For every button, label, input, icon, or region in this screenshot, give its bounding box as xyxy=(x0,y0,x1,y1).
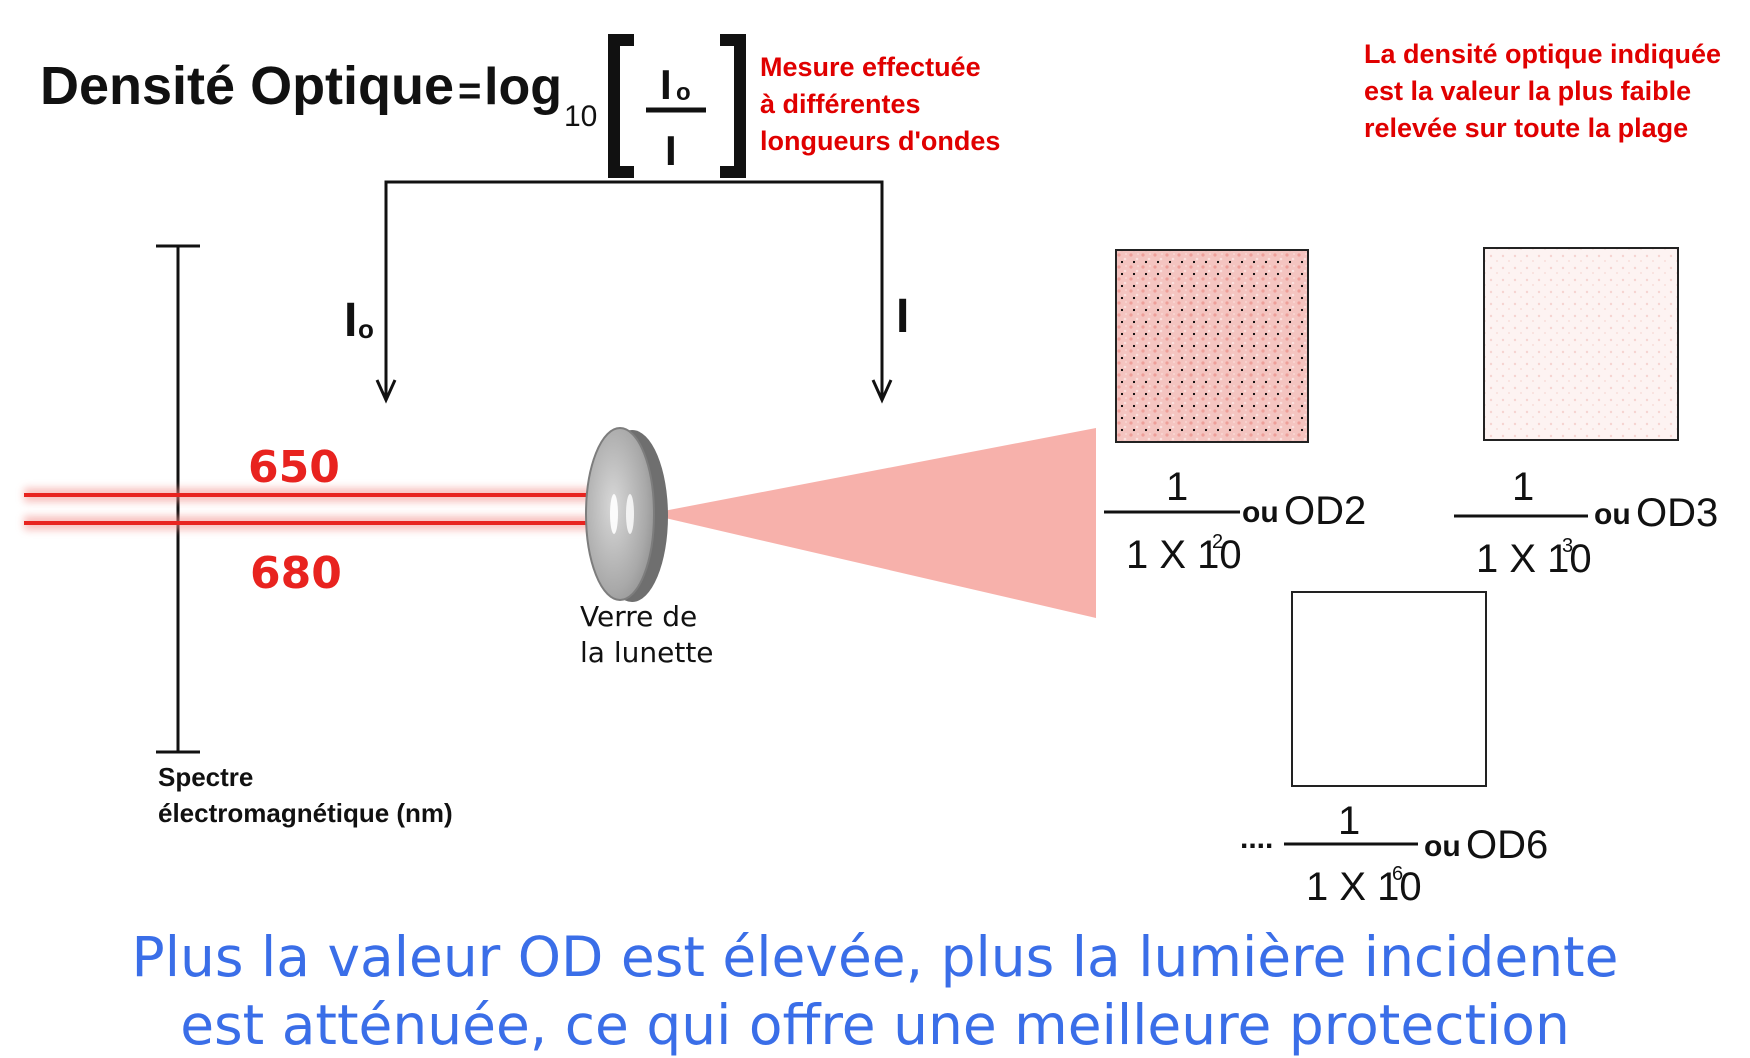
incident-intensity-label: I xyxy=(344,294,357,347)
conclusion-line-2: est atténuée, ce qui offre une meilleure… xyxy=(180,993,1570,1057)
wavelength-680: 680 xyxy=(250,548,342,599)
sample-od2-denominator: 1 X 10 xyxy=(1126,533,1242,577)
arrow-head-incident-icon xyxy=(375,379,397,404)
spectrum-label-line-2: électromagnétique (nm) xyxy=(158,798,453,828)
formula-base: 10 xyxy=(564,100,597,133)
note-reported: La densité optique indiquée est la valeu… xyxy=(1364,39,1721,143)
lens-label-line-1: Verre de xyxy=(580,600,697,633)
right-bracket xyxy=(720,34,746,178)
sample-od2-swatch xyxy=(1115,249,1309,443)
note-reported-line-2: est la valeur la plus faible xyxy=(1364,76,1691,106)
sample-od6-swatch xyxy=(1291,591,1487,787)
transmitted-light-cone xyxy=(648,428,1096,618)
formula-left-label: Densité Optique xyxy=(40,56,454,116)
laser-beams xyxy=(24,488,611,530)
sample-od3: 1 1 X 10 3 ou OD3 xyxy=(1454,247,1718,581)
sample-od6-od: OD6 xyxy=(1466,823,1548,867)
sample-od6-denominator: 1 X 10 xyxy=(1306,865,1422,909)
formula-denominator: I xyxy=(665,127,677,174)
left-bracket xyxy=(608,34,634,178)
lens xyxy=(585,427,668,602)
sample-od2-suffix: ou xyxy=(1242,496,1279,529)
sample-od6-numerator: 1 xyxy=(1338,799,1360,843)
lens-label-line-2: la lunette xyxy=(580,636,714,669)
sample-od3-denominator: 1 X 10 xyxy=(1476,537,1592,581)
note-measure-line-1: Mesure effectuée xyxy=(760,52,981,82)
sample-od6: .... 1 1 X 10 6 ou OD6 xyxy=(1240,591,1548,909)
formula-numerator: I xyxy=(660,61,672,108)
note-measure: Mesure effectuée à différentes longueurs… xyxy=(760,52,1000,156)
note-measure-line-2: à différentes xyxy=(760,89,921,119)
sample-od6-suffix: ou xyxy=(1424,830,1461,863)
incident-intensity-sub: o xyxy=(358,314,374,344)
wavelength-650: 650 xyxy=(248,442,340,493)
note-reported-line-1: La densité optique indiquée xyxy=(1364,39,1721,69)
formula-log: log xyxy=(484,58,562,116)
arrow-head-transmitted-icon xyxy=(871,379,893,404)
sample-od6-prefix: .... xyxy=(1240,822,1273,855)
sample-od3-exponent: 3 xyxy=(1562,535,1573,557)
sample-od3-od: OD3 xyxy=(1636,491,1718,535)
note-reported-line-3: relevée sur toute la plage xyxy=(1364,113,1688,143)
sample-od6-exponent: 6 xyxy=(1392,863,1403,885)
sample-od3-numerator: 1 xyxy=(1512,465,1534,509)
sample-od2-exponent: 2 xyxy=(1212,531,1223,553)
sample-od3-swatch xyxy=(1483,247,1679,441)
measurement-connector xyxy=(375,180,893,404)
formula-equals: = xyxy=(458,69,481,113)
sample-od2: 1 1 X 10 2 ou OD2 xyxy=(1104,249,1366,577)
conclusion-line-1: Plus la valeur OD est élevée, plus la lu… xyxy=(132,925,1619,989)
sample-od2-od: OD2 xyxy=(1284,489,1366,533)
note-measure-line-3: longueurs d'ondes xyxy=(760,126,1000,156)
sample-od3-suffix: ou xyxy=(1594,498,1631,531)
formula: Densité Optique = log 10 I o I xyxy=(40,34,746,178)
formula-numerator-sub: o xyxy=(676,79,691,106)
spectrum-label-line-1: Spectre xyxy=(158,762,253,792)
transmitted-intensity-label: I xyxy=(896,290,909,343)
sample-od2-numerator: 1 xyxy=(1166,465,1188,509)
